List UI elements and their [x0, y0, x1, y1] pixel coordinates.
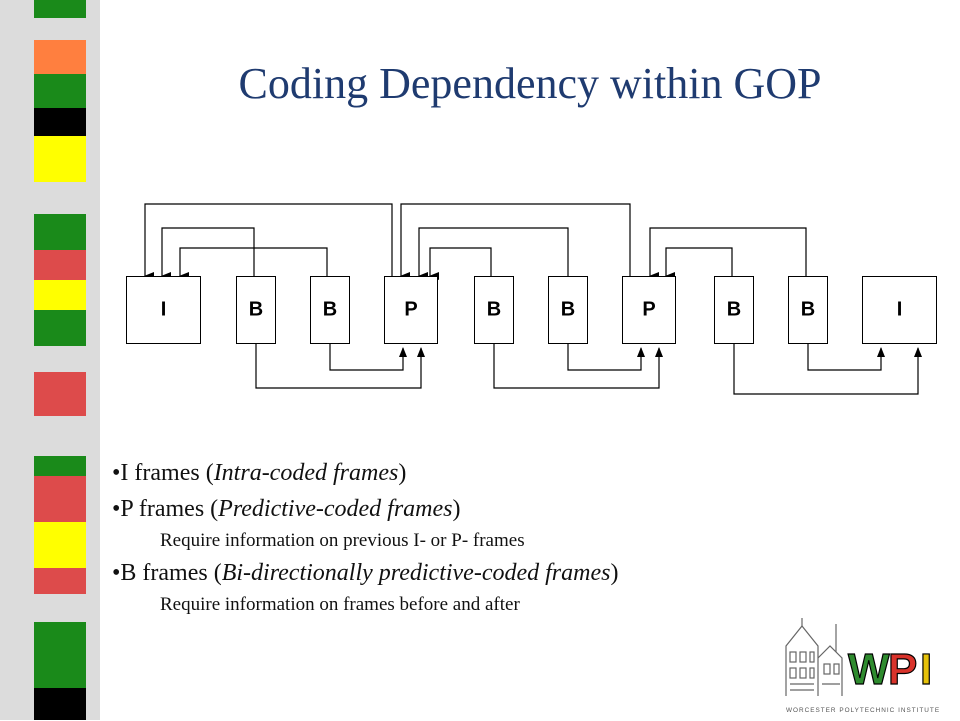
frame-label: B — [560, 298, 576, 321]
bullet-tail: ) — [398, 460, 407, 486]
strip-block — [34, 280, 86, 310]
frame-box-i: I — [862, 276, 937, 344]
strip-block — [34, 214, 86, 250]
frame-label: I — [896, 298, 903, 321]
strip-block — [34, 372, 86, 416]
bullet-italic: Predictive-coded frames — [218, 496, 453, 522]
bullet-italic: Bi-directionally predictive-coded frames — [221, 560, 611, 586]
bullet-p-frames: •P frames (Predictive-coded frames) — [112, 491, 832, 527]
svg-text:I: I — [920, 645, 932, 694]
svg-text:WORCESTER POLYTECHNIC INSTITUT: WORCESTER POLYTECHNIC INSTITUTE — [786, 707, 940, 714]
frame-box-b: B — [788, 276, 828, 344]
bullet-i-frames: •I frames (Intra-coded frames) — [112, 455, 832, 491]
bullet-lead: •B frames ( — [112, 560, 222, 586]
strip-block — [34, 74, 86, 108]
frame-label: B — [726, 298, 742, 321]
dependency-arrows — [144, 203, 922, 395]
frame-box-p: P — [384, 276, 438, 344]
strip-block — [34, 310, 86, 346]
strip-block — [34, 0, 86, 18]
bullet-lead: •I frames ( — [112, 460, 214, 486]
frame-label: I — [160, 298, 167, 321]
decorative-color-strip — [0, 0, 100, 720]
bullet-tail: ) — [610, 560, 619, 586]
frame-box-b: B — [474, 276, 514, 344]
frame-box-b: B — [548, 276, 588, 344]
sub-bullet-p-frames: Require information on previous I- or P-… — [160, 530, 525, 551]
frame-label: B — [800, 298, 816, 321]
strip-block — [34, 456, 86, 476]
sub-bullet-b-frames: Require information on frames before and… — [160, 594, 520, 615]
bullet-italic: Intra-coded frames — [213, 460, 399, 486]
svg-text:W: W — [848, 645, 890, 694]
strip-block — [34, 136, 86, 182]
bullet-lead: •P frames ( — [112, 496, 219, 522]
frame-box-i: I — [126, 276, 201, 344]
gop-dependency-diagram: I B B P B B P B B I — [110, 190, 950, 430]
frame-box-p: P — [622, 276, 676, 344]
frame-box-b: B — [236, 276, 276, 344]
wpi-logo: W P I WORCESTER POLYTECHNIC INSTITUTE — [782, 612, 950, 716]
frame-box-b: B — [310, 276, 350, 344]
strip-block — [34, 568, 86, 594]
strip-block — [34, 522, 86, 568]
bullet-b-frames: •B frames (Bi-directionally predictive-c… — [112, 555, 832, 591]
frame-label: B — [248, 298, 264, 321]
strip-block — [34, 622, 86, 688]
slide-title: Coding Dependency within GOP — [238, 59, 822, 108]
frame-label: B — [322, 298, 338, 321]
frame-label: P — [642, 298, 656, 321]
strip-block — [34, 250, 86, 280]
frame-label: B — [486, 298, 502, 321]
bullet-tail: ) — [452, 496, 461, 522]
frame-label: P — [404, 298, 418, 321]
frame-box-b: B — [714, 276, 754, 344]
strip-block — [34, 476, 86, 522]
strip-block — [34, 688, 86, 720]
strip-block — [34, 40, 86, 74]
svg-text:P: P — [888, 645, 917, 694]
strip-block — [34, 108, 86, 136]
bullet-list: •I frames (Intra-coded frames) •P frames… — [112, 455, 832, 619]
